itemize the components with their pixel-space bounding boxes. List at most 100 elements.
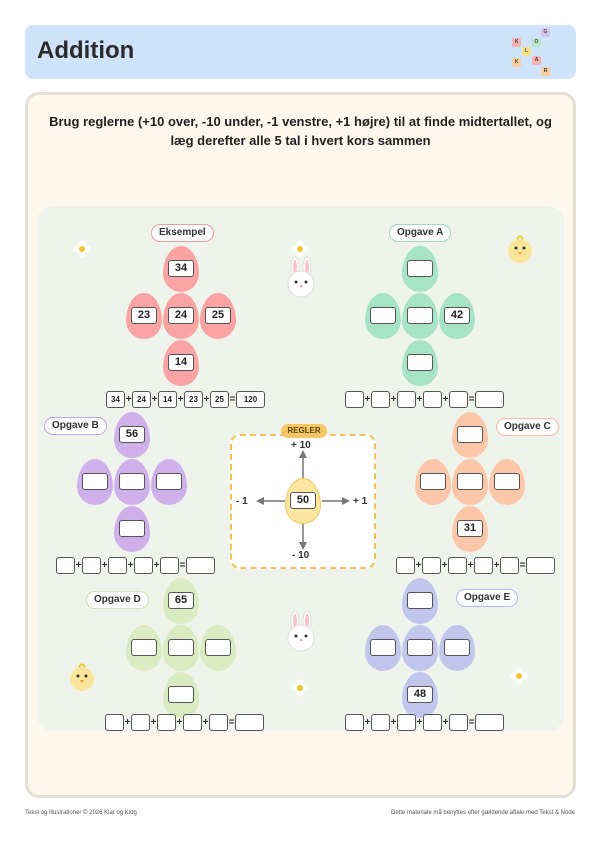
opgave-c-sum-term[interactable]	[448, 557, 467, 574]
opgave-b-sum-total[interactable]	[186, 557, 215, 574]
opgave-e-egg-top	[402, 578, 438, 624]
opgave-a-number-right: 42	[444, 307, 470, 324]
plus-sign: +	[415, 560, 422, 571]
opgave-c-number-center[interactable]	[457, 473, 483, 490]
opgave-c-number-top[interactable]	[457, 426, 483, 443]
eksempel-number-left: 23	[131, 307, 157, 324]
eksempel-egg-right: 25	[200, 293, 236, 339]
opgave-c-sum-term[interactable]	[396, 557, 415, 574]
opgave-c-egg-top	[452, 412, 488, 458]
logo-tile: K	[512, 58, 521, 67]
opgave-b-sum-term[interactable]	[160, 557, 179, 574]
opgave-c-sum-term[interactable]	[422, 557, 441, 574]
plus-sign: +	[75, 560, 82, 571]
opgave-b-number-bottom[interactable]	[119, 520, 145, 537]
opgave-d-sum-term[interactable]	[183, 714, 202, 731]
bunny-icon	[287, 610, 315, 652]
opgave-e-number-top[interactable]	[407, 592, 433, 609]
plus-sign: +	[364, 394, 371, 405]
opgave-c-sum-term[interactable]	[474, 557, 493, 574]
plus-sign: +	[125, 394, 132, 405]
plus-sign: +	[441, 560, 448, 571]
opgave-a-number-bottom[interactable]	[407, 354, 433, 371]
header-bar: Addition	[25, 25, 576, 79]
opgave-c-sum-total[interactable]	[526, 557, 555, 574]
opgave-b-sum-term[interactable]	[82, 557, 101, 574]
opgave-e-sum-term[interactable]	[371, 714, 390, 731]
opgave-d-sum-term[interactable]	[105, 714, 124, 731]
opgave-d-sum-term[interactable]	[209, 714, 228, 731]
opgave-a-egg-top	[402, 246, 438, 292]
opgave-b-number-center[interactable]	[119, 473, 145, 490]
opgave-a-number-top[interactable]	[407, 260, 433, 277]
opgave-b-label: Opgave B	[44, 417, 107, 435]
opgave-d-number-right[interactable]	[205, 639, 231, 656]
plus-sign: +	[416, 717, 423, 728]
opgave-d-number-center[interactable]	[168, 639, 194, 656]
opgave-d-sum-term[interactable]	[131, 714, 150, 731]
opgave-a-sum-term[interactable]	[423, 391, 442, 408]
logo-tile: O	[532, 38, 541, 47]
eksempel-number-right: 25	[205, 307, 231, 324]
equals-sign: =	[468, 394, 475, 405]
page-title: Addition	[37, 37, 135, 64]
opgave-a-sum-term[interactable]	[345, 391, 364, 408]
opgave-e-sum-term[interactable]	[397, 714, 416, 731]
equals-sign: =	[468, 717, 475, 728]
opgave-a-sum-term[interactable]	[371, 391, 390, 408]
opgave-b-sum-term[interactable]	[108, 557, 127, 574]
eksempel-egg-left: 23	[126, 293, 162, 339]
opgave-e-sum-total[interactable]	[475, 714, 504, 731]
opgave-e-number-left[interactable]	[370, 639, 396, 656]
opgave-c-number-right[interactable]	[494, 473, 520, 490]
plus-sign: +	[416, 394, 423, 405]
opgave-a-number-center[interactable]	[407, 307, 433, 324]
opgave-e-number-right[interactable]	[444, 639, 470, 656]
opgave-d-egg-left	[126, 625, 162, 671]
opgave-e-sum-term[interactable]	[345, 714, 364, 731]
logo-tile: A	[532, 56, 541, 65]
opgave-a-label: Opgave A	[389, 224, 452, 242]
opgave-c-egg-bottom: 31	[452, 506, 488, 552]
opgave-b-egg-left	[77, 459, 113, 505]
opgave-a-sum-term[interactable]	[449, 391, 468, 408]
opgave-c-egg-center	[452, 459, 488, 505]
bunny-icon	[287, 256, 315, 298]
plus-sign: +	[442, 717, 449, 728]
opgave-e-egg-left	[365, 625, 401, 671]
rules-label: REGLER	[281, 424, 327, 438]
opgave-d-number-bottom[interactable]	[168, 686, 194, 703]
opgave-d-sum-total[interactable]	[235, 714, 264, 731]
opgave-b-egg-top: 56	[114, 412, 150, 458]
rule-left: - 1	[236, 496, 248, 507]
opgave-a-sum-total[interactable]	[475, 391, 504, 408]
opgave-b-number-left[interactable]	[82, 473, 108, 490]
opgave-e-number-bottom: 48	[407, 686, 433, 703]
eksempel-sum-term: 23	[184, 391, 203, 408]
opgave-d-sum-term[interactable]	[157, 714, 176, 731]
opgave-b-sum-term[interactable]	[56, 557, 75, 574]
opgave-d-number-top: 65	[168, 592, 194, 609]
rules-center-egg: 50	[285, 478, 321, 524]
opgave-c-number-left[interactable]	[420, 473, 446, 490]
opgave-a-sum-term[interactable]	[397, 391, 416, 408]
opgave-c-sum-term[interactable]	[500, 557, 519, 574]
chick-icon	[508, 235, 532, 263]
logo-tile: K	[512, 38, 521, 47]
flower-icon	[510, 667, 528, 685]
opgave-b-number-right[interactable]	[156, 473, 182, 490]
opgave-e-sum-term[interactable]	[423, 714, 442, 731]
flower-icon	[291, 679, 309, 697]
plus-sign: +	[150, 717, 157, 728]
opgave-a-number-left[interactable]	[370, 307, 396, 324]
plus-sign: +	[101, 560, 108, 571]
footer-copyright: Tekst og illustrationer © 2026 Klar og K…	[25, 810, 137, 816]
opgave-d-number-left[interactable]	[131, 639, 157, 656]
opgave-e-number-center[interactable]	[407, 639, 433, 656]
opgave-e-label: Opgave E	[456, 589, 519, 607]
opgave-c-egg-left	[415, 459, 451, 505]
logo-tile: L	[522, 47, 531, 56]
opgave-c-number-bottom: 31	[457, 520, 483, 537]
opgave-b-sum-term[interactable]	[134, 557, 153, 574]
opgave-e-sum-term[interactable]	[449, 714, 468, 731]
